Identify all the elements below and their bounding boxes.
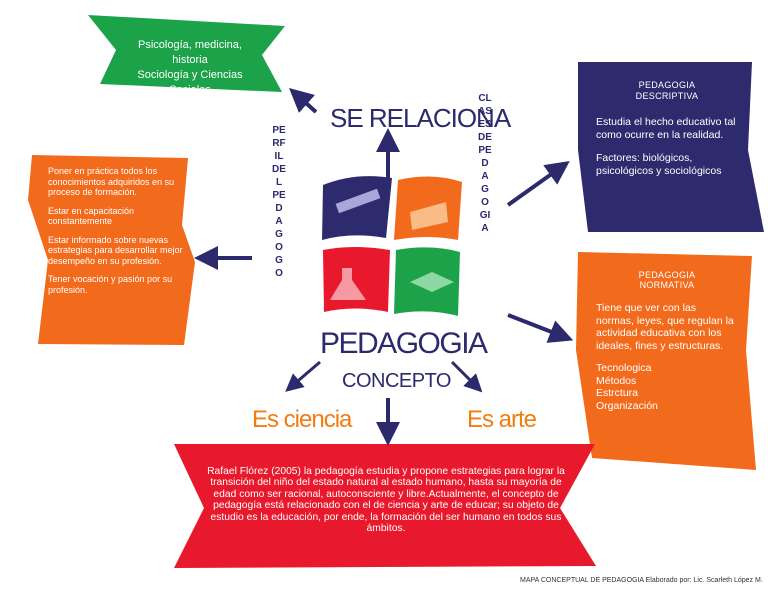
normativa-item-1: Tecnologica [596, 362, 652, 374]
normativa-p1: Tiene que ver con las normas, leyes, que… [596, 302, 734, 352]
green-banner [88, 15, 285, 92]
orange-right-box [576, 252, 756, 470]
orange-left-box [28, 155, 195, 345]
arrow-to-orange-right [507, 313, 574, 343]
flask-icon [330, 268, 366, 300]
descriptiva-title-1: PEDAGOGIA [638, 80, 696, 90]
descriptiva-title: PEDAGOGIA DESCRIPTIVA [592, 80, 742, 102]
arrow-to-arte [450, 360, 483, 393]
normativa-title-1: PEDAGOGIA [638, 270, 696, 280]
normativa-title-2: NORMATIVA [639, 280, 695, 290]
perfil-item-1: Poner en práctica todos los conocimiento… [48, 166, 175, 197]
concepto-definition: Rafael Flórez (2005) la pedagogía estudi… [207, 466, 565, 535]
arrow-to-purple [506, 161, 570, 207]
se-relaciona-label: SE RELACIONA [330, 103, 511, 133]
es-ciencia-label: Es ciencia [252, 406, 352, 433]
center-logo [322, 176, 462, 316]
ruler-icon [335, 188, 381, 214]
purple-box [578, 62, 764, 232]
normativa-item-3: Estrctura [596, 387, 639, 399]
green-line-1: Psicología, medicina, historia [138, 39, 242, 66]
footer-credit: MAPA CONCEPTUAL DE PEDAGOGIA Elaborado p… [520, 577, 763, 584]
green-line-2: Sociología y Ciencias Sociales [137, 69, 243, 96]
red-banner [174, 444, 596, 568]
perfil-item-3: Estar informado sobre nuevas estrategias… [48, 234, 183, 266]
perfil-item-4: Tener vocación y pasión por su profesión… [48, 274, 173, 295]
normativa-title: PEDAGOGIA NORMATIVA [592, 270, 742, 290]
arrow-to-green [289, 88, 318, 114]
descriptiva-p1: Estudia el hecho educativo tal como ocur… [596, 116, 736, 141]
concepto-subtitle: CONCEPTO [342, 370, 451, 392]
perfil-item-2: Estar en capacitación constantemente [48, 205, 135, 227]
perfil-del-pedagogo-vertical: PERFIL DEL PEDAGOGO [272, 125, 286, 279]
normativa-item-4: Organización [596, 399, 658, 412]
descriptiva-body: Estudia el hecho educativo tal como ocur… [596, 116, 746, 188]
es-arte-label: Es arte [467, 406, 537, 433]
arrow-to-ciencia [285, 360, 321, 392]
normativa-item-2: Métodos [596, 374, 637, 387]
pedagogia-title: PEDAGOGIA [320, 327, 488, 360]
logo-red-quadrant [323, 247, 390, 312]
book-icon [410, 202, 448, 230]
normativa-body: Tiene que ver con las normas, leyes, que… [596, 302, 736, 412]
perfil-box-text: Poner en práctica todos los conocimiento… [48, 166, 188, 303]
clases-de-pedagogia-vertical: CLASES DE PEDAGOGIA [478, 93, 492, 234]
green-banner-text: Psicología, medicina, historia Sociologí… [120, 38, 260, 98]
grad-cap-icon [410, 272, 454, 292]
logo-blue-quadrant [322, 176, 392, 240]
descriptiva-title-2: DESCRIPTIVA [635, 91, 699, 101]
descriptiva-p2: Factores: biológicos, psicológicos y soc… [596, 152, 722, 177]
